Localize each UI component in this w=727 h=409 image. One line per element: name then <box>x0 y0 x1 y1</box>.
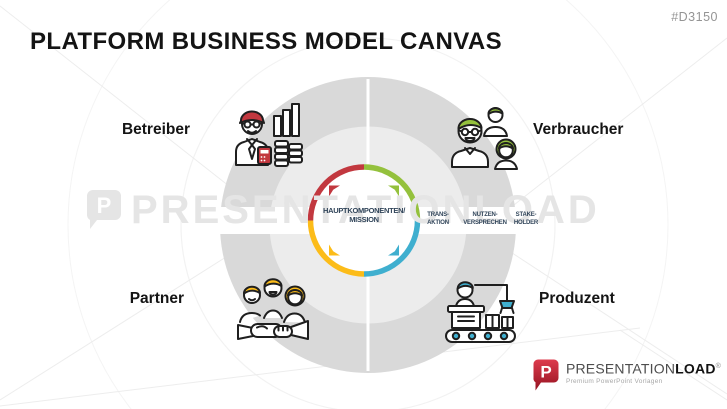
registered-symbol: ® <box>715 363 721 370</box>
brand-name: PRESENTATIONLOAD® <box>566 359 721 377</box>
partners-handshake-icon <box>237 278 309 340</box>
brand-name-regular: PRESENTATION <box>565 360 676 377</box>
operator-with-calculator-and-chart-icon <box>235 103 303 167</box>
page-title: PLATFORM BUSINESS MODEL CANVAS <box>30 28 503 55</box>
quadrant-label-betreiber: Betreiber <box>121 121 190 138</box>
center-mission-label: HAUPTKOMPONENTEN/ MISSION <box>309 206 419 224</box>
ring-segment-top-right <box>363 164 421 221</box>
brand-tagline: Premium PowerPoint Vorlagen <box>565 377 663 385</box>
product-code: #D3150 <box>671 10 718 24</box>
corner-mark-top-left <box>329 185 340 197</box>
logo-p-icon: P <box>533 359 559 391</box>
brand-name-bold: LOAD <box>675 360 716 377</box>
quadrant-label-verbraucher: Verbraucher <box>533 121 624 138</box>
stakeholder-label: STAKE- HOLDER <box>513 212 539 226</box>
corner-mark-bottom-right <box>388 244 399 256</box>
ring-segment-bottom-right <box>363 220 421 277</box>
brand-logo: P PRESENTATIONLOAD® Premium PowerPoint V… <box>533 359 721 392</box>
svg-text:P: P <box>540 363 551 382</box>
faint-circle-outline-large <box>67 0 669 409</box>
center-circle <box>308 164 420 277</box>
faint-circle-outline <box>180 37 556 409</box>
quadrant-label-produzent: Produzent <box>539 290 615 307</box>
quadrant-label-partner: Partner <box>129 290 184 307</box>
producer-conveyor-icon <box>445 281 516 343</box>
ring-segment-bottom-left <box>307 220 365 277</box>
center-mission-line1: HAUPTKOMPONENTEN/ <box>323 206 405 215</box>
corner-mark-bottom-left <box>329 244 340 256</box>
transaction-label: TRANS- AKTION <box>427 212 449 226</box>
value-proposition-label: NUTZEN- VERSPRECHEN <box>463 212 507 226</box>
corner-guide-lines <box>0 5 727 407</box>
corner-mark-top-right <box>388 185 399 197</box>
consumer-group-icon <box>451 107 518 170</box>
center-mission-line2: MISSION <box>349 215 379 224</box>
ring-segment-top-left <box>307 164 365 221</box>
